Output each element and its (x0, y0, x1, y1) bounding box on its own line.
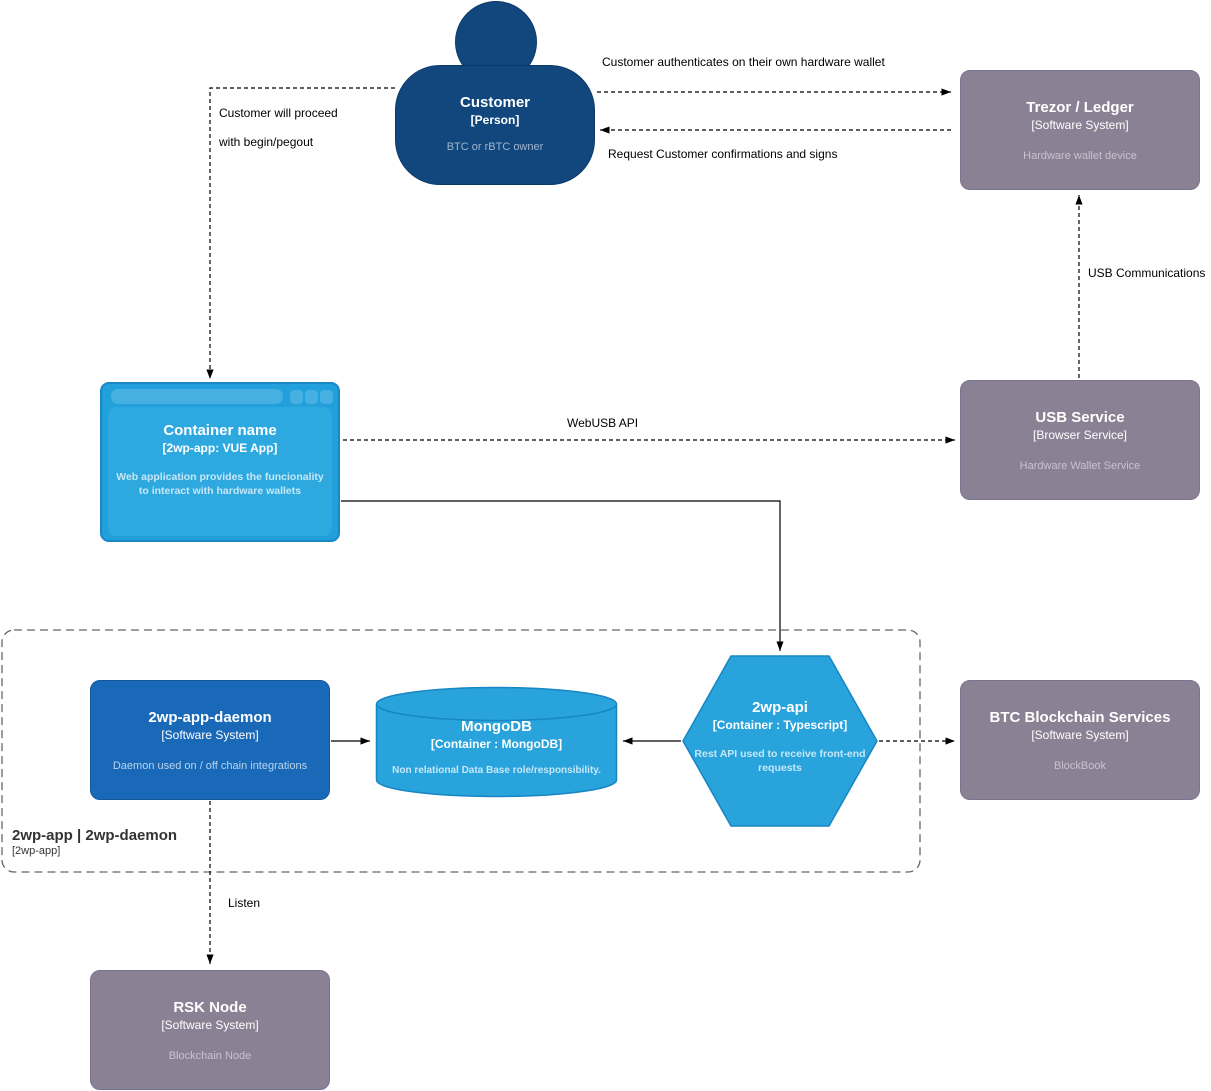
node-subtitle: [Software System] (161, 728, 259, 742)
edge-label-webusb-api: WebUSB API (565, 416, 641, 430)
node-description: Rest API used to receive front-end reque… (694, 748, 866, 774)
node-description: BTC or rBTC owner (446, 141, 544, 153)
node-description: Blockchain Node (168, 1050, 252, 1062)
node-2wp-api[interactable]: 2wp-api [Container : Typescript] Rest AP… (682, 655, 878, 827)
node-title: 2wp-app-daemon (148, 709, 272, 726)
edge-label-listen: Listen (226, 896, 263, 910)
node-customer[interactable]: Customer [Person] BTC or rBTC owner (395, 0, 595, 185)
node-2wp-app-daemon[interactable]: 2wp-app-daemon [Software System] Daemon … (90, 680, 330, 800)
edge-container-api (341, 500, 784, 651)
edge-customer-container (206, 87, 395, 379)
node-container-name[interactable]: Container name [2wp-app: VUE App] Web ap… (100, 382, 340, 542)
node-subtitle: [Software System] (1031, 118, 1129, 132)
node-subtitle: [Software System] (1031, 728, 1129, 742)
node-rsk-node[interactable]: RSK Node [Software System] Blockchain No… (90, 970, 330, 1090)
node-title: BTC Blockchain Services (989, 709, 1171, 726)
edge-label-usb-communications: USB Communications (1086, 266, 1208, 280)
browser-window-button (290, 390, 303, 404)
node-title: Trezor / Ledger (1026, 99, 1134, 116)
node-title: 2wp-api (752, 699, 808, 716)
node-description: Web application provides the funcionalit… (116, 471, 324, 497)
boundary-label: 2wp-app | 2wp-daemon [2wp-app] (12, 827, 177, 858)
node-subtitle: [2wp-app: VUE App] (162, 441, 278, 455)
browser-window-button (320, 390, 333, 404)
edge-label-request-confirmations: Request Customer confirmations and signs (606, 147, 840, 161)
node-title: USB Service (1035, 409, 1125, 426)
node-description: Hardware Wallet Service (1019, 460, 1141, 472)
node-description: Daemon used on / off chain integrations (112, 760, 308, 772)
node-title: MongoDB (461, 718, 532, 735)
node-subtitle: [Container : MongoDB] (430, 737, 563, 751)
node-description: Non relational Data Base role/responsibi… (392, 765, 601, 776)
edge-label-proceed-line2: with begin/pegout (217, 135, 316, 149)
node-title: Customer (459, 94, 530, 111)
node-usb-service[interactable]: USB Service [Browser Service] Hardware W… (960, 380, 1200, 500)
node-description: Hardware wallet device (1023, 150, 1137, 162)
edge-label-authenticates: Customer authenticates on their own hard… (600, 55, 887, 69)
node-subtitle: [Software System] (161, 1018, 259, 1032)
node-subtitle: [Container : Typescript] (712, 718, 848, 732)
node-subtitle: [Person] (470, 113, 520, 127)
node-title: Container name (163, 422, 277, 439)
browser-address-bar (111, 389, 283, 404)
browser-window-button (305, 390, 318, 404)
edge-label-proceed-line1: Customer will proceed (217, 106, 340, 120)
node-trezor-ledger[interactable]: Trezor / Ledger [Software System] Hardwa… (960, 70, 1200, 190)
node-mongodb[interactable]: MongoDB [Container : MongoDB] Non relati… (375, 686, 618, 798)
node-description: BlockBook (1054, 760, 1106, 772)
boundary-subtitle: [2wp-app] (12, 845, 61, 857)
node-btc-blockchain-services[interactable]: BTC Blockchain Services [Software System… (960, 680, 1200, 800)
node-title: RSK Node (173, 999, 247, 1016)
boundary-title: 2wp-app | 2wp-daemon (12, 827, 178, 844)
node-subtitle: [Browser Service] (1032, 428, 1128, 442)
